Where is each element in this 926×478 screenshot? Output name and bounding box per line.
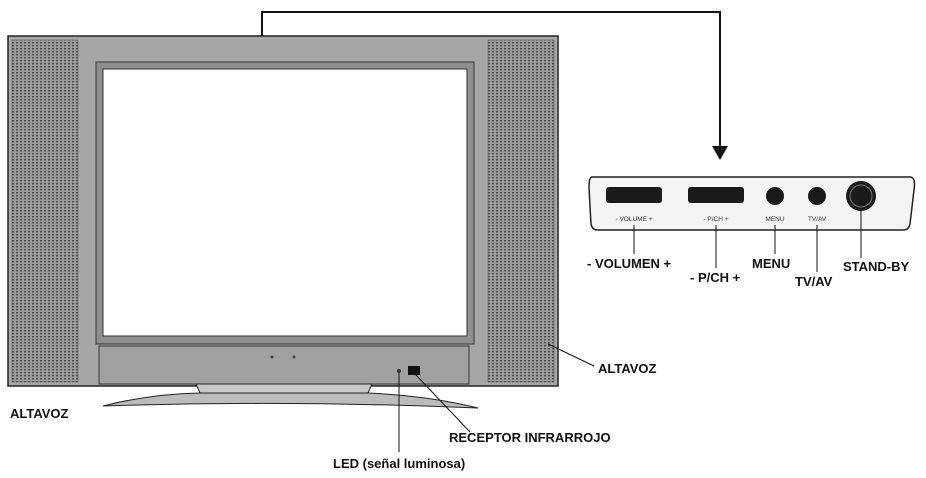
channel-button[interactable] <box>688 187 744 203</box>
menu-button[interactable] <box>766 187 784 205</box>
volume-button[interactable] <box>606 187 662 203</box>
panel-print-volume: - VOLUME + <box>615 216 652 223</box>
callout-arrow-line <box>261 11 721 150</box>
tv-stand <box>102 383 479 409</box>
label-speaker-right: ALTAVOZ <box>598 361 657 376</box>
standby-button-ring <box>849 184 873 208</box>
control-panel-body <box>588 176 916 231</box>
label-channel: - P/CH + <box>690 270 741 285</box>
panel-dot-left <box>270 355 274 359</box>
leader-lines <box>398 211 862 452</box>
tv-body <box>7 35 559 387</box>
label-volume: - VOLUMEN + <box>587 256 672 271</box>
label-ir-receiver: RECEPTOR INFRARROJO <box>449 430 611 445</box>
ir-receiver-window <box>408 366 420 375</box>
label-tvav: TV/AV <box>795 274 833 289</box>
tvav-button[interactable] <box>808 187 826 205</box>
panel-dot-right <box>292 355 296 359</box>
tv-screen <box>102 68 468 337</box>
panel-print-channel: - P/CH + <box>703 216 728 223</box>
label-menu: MENU <box>752 256 791 271</box>
stand-base <box>102 392 479 409</box>
label-speaker-left: ALTAVOZ <box>10 406 69 421</box>
stand-neck <box>195 383 373 394</box>
led-indicator <box>397 369 401 373</box>
panel-print-menu: MENU <box>765 216 784 223</box>
label-led: LED (señal luminosa) <box>333 456 466 471</box>
label-standby: STAND-BY <box>843 259 910 274</box>
leader-speaker-right <box>547 343 595 367</box>
panel-print-tvav: TV/AV <box>808 216 827 223</box>
control-panel: - VOLUME + - P/CH + MENU TV/AV <box>588 176 916 231</box>
lower-panel <box>98 345 470 385</box>
left-speaker-grille <box>11 39 79 383</box>
leader-ir <box>415 374 471 433</box>
right-speaker-grille <box>487 39 555 383</box>
arrow-head <box>712 146 728 160</box>
